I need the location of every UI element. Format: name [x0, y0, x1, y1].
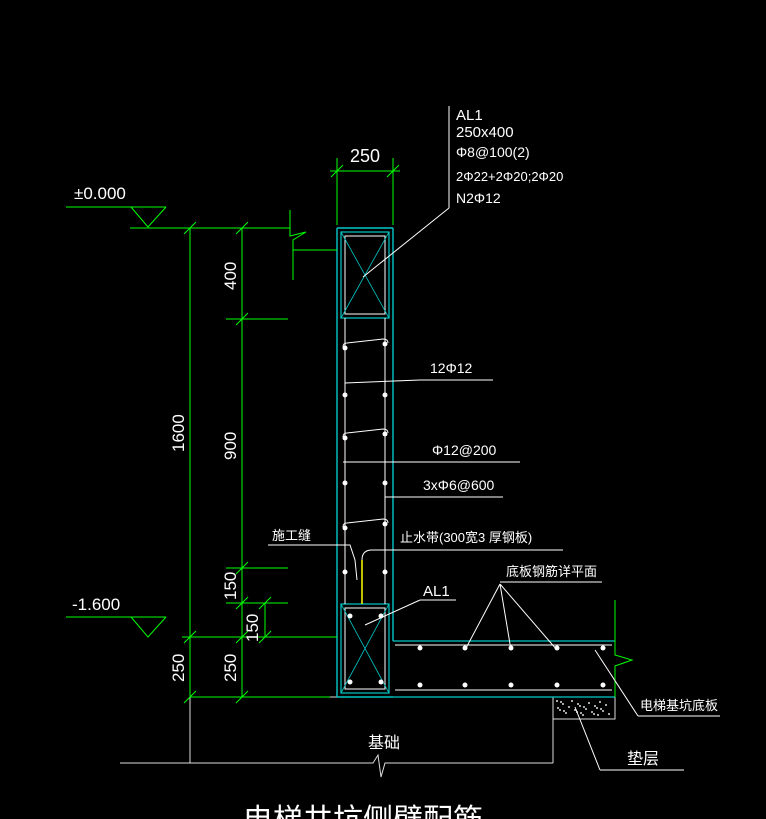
- rebar-dot: [382, 431, 388, 437]
- dimension-lines: [66, 158, 400, 704]
- label-tie-bars: 3xΦ6@600: [423, 477, 495, 493]
- cushion-dot: [580, 712, 582, 714]
- label-pit-slab: 电梯基坑底板: [640, 698, 718, 713]
- tie-bars: [342, 338, 389, 528]
- lower-beam: [340, 603, 390, 694]
- width-dimension: 250: [350, 146, 380, 166]
- cushion-dot: [559, 709, 561, 711]
- rebar-dot: [342, 525, 348, 531]
- cushion-dot: [568, 706, 570, 708]
- cushion-dot: [557, 707, 559, 709]
- label-bottom-beam: AL1: [423, 583, 450, 600]
- cushion-dot: [593, 713, 595, 715]
- cushion-dot: [597, 714, 599, 716]
- cushion-dot: [563, 710, 565, 712]
- dim-base: 250: [169, 654, 188, 682]
- label-vertical-bars: 12Φ12: [430, 360, 473, 376]
- label-waterstop: 止水带(300宽3 厚钢板): [400, 530, 532, 545]
- rebar-dot: [417, 645, 423, 651]
- rebar-dot: [600, 645, 606, 651]
- cushion-dot: [583, 706, 585, 708]
- cushion-dot: [556, 700, 558, 702]
- cushion-layer: [552, 696, 616, 720]
- beam-note-size: 250x400: [456, 124, 514, 141]
- dim-joint: 150: [221, 572, 240, 600]
- rebar-dot: [342, 435, 348, 441]
- beam-note-main-bars: 2Φ22+2Φ20;2Φ20: [456, 169, 563, 184]
- cushion-dot: [608, 713, 610, 715]
- rebar-dot: [462, 682, 468, 688]
- rebar-dot: [342, 480, 348, 486]
- cushion-dot: [571, 700, 573, 702]
- cushion-dot: [594, 705, 596, 707]
- label-horizontal-bars: Φ12@200: [432, 442, 497, 458]
- cushion-dot: [605, 704, 607, 706]
- beam-note-stirrup: Φ8@100(2): [456, 144, 530, 160]
- label-cushion: 垫层: [627, 750, 659, 768]
- rebar-dot: [554, 682, 560, 688]
- cushion-dot: [600, 708, 602, 710]
- cushion-dot: [582, 714, 584, 716]
- label-construction-joint: 施工缝: [272, 528, 311, 543]
- leader-lines: [268, 106, 720, 771]
- rebar-dot: [378, 679, 384, 685]
- top-elevation: ±0.000: [74, 184, 126, 203]
- cushion-dot: [585, 708, 587, 710]
- rebar-dot: [600, 682, 606, 688]
- wall-section: [336, 227, 394, 698]
- cushion-dot: [560, 701, 562, 703]
- bottom-elevation: -1.600: [72, 595, 120, 614]
- rebar-dot: [382, 341, 388, 347]
- cushion-dot: [588, 702, 590, 704]
- cushion-dot: [596, 707, 598, 709]
- wall-rebars: [344, 318, 386, 604]
- rebar-dot: [508, 682, 514, 688]
- cushion-dot: [565, 712, 567, 714]
- rebar-dot: [342, 345, 348, 351]
- cushion-dot: [591, 711, 593, 713]
- dim-beam-depth: 400: [221, 262, 240, 290]
- rebar-dot: [382, 569, 388, 575]
- label-slab-rebar: 底板钢筋详平面: [506, 564, 597, 579]
- dim-total: 1600: [169, 414, 188, 452]
- cushion-dot: [562, 703, 564, 705]
- beam-note-side-bars: N2Φ12: [456, 190, 501, 206]
- dim-middle: 900: [221, 432, 240, 460]
- rebar-dot: [382, 392, 388, 398]
- rebar-dot: [342, 569, 348, 575]
- cushion-dot: [602, 710, 604, 712]
- dim-small: 150: [243, 614, 262, 642]
- cushion-dot: [577, 703, 579, 705]
- rebar-dot: [417, 682, 423, 688]
- rebar-dot: [342, 392, 348, 398]
- pit-slab: [393, 600, 634, 698]
- beam-note-name: AL1: [456, 107, 483, 124]
- cushion-dot: [599, 701, 601, 703]
- drawing-caption: 电梯井坑侧壁配筋: [243, 804, 483, 819]
- rebar-dot: [382, 480, 388, 486]
- label-foundation: 基础: [368, 734, 400, 752]
- rebar-dot: [382, 521, 388, 527]
- rebar-dot: [347, 679, 353, 685]
- dim-lower-beam: 250: [221, 654, 240, 682]
- rebar-dot: [347, 613, 353, 619]
- cushion-dot: [579, 705, 581, 707]
